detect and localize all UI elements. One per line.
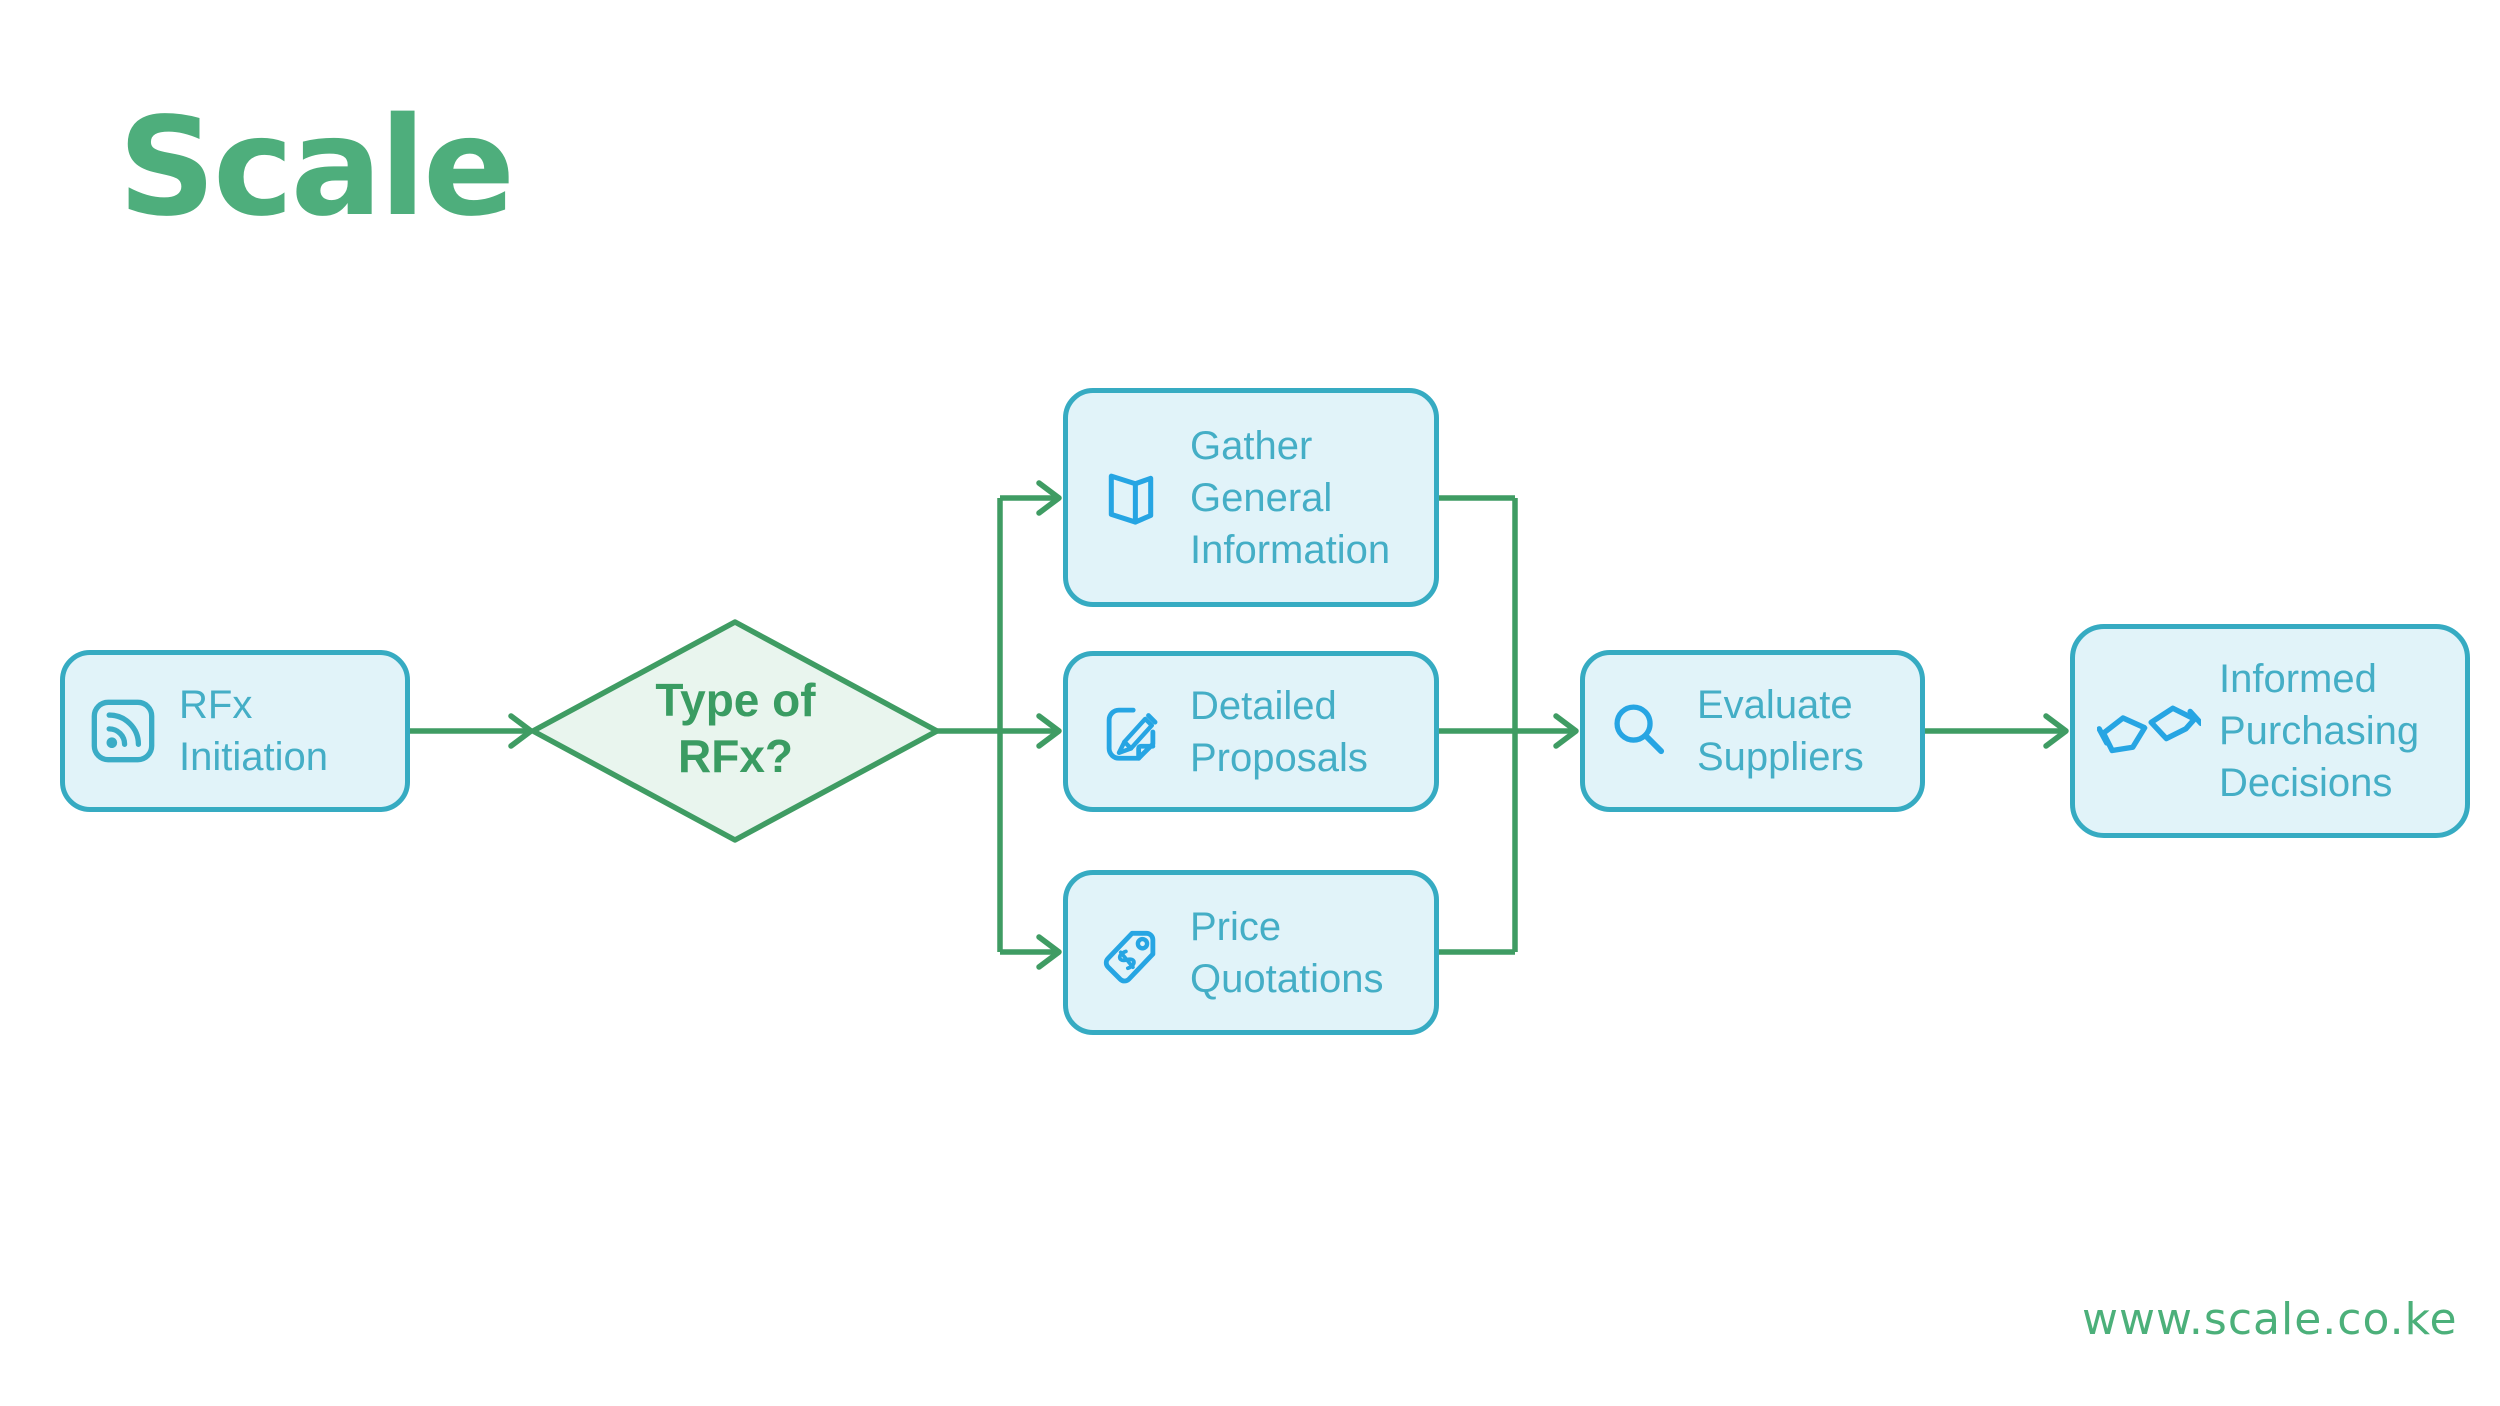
node-price-quotations: Price Quotations [1063, 870, 1439, 1035]
handshake-icon [2097, 698, 2201, 764]
node-label: Informed Purchasing Decisions [2219, 657, 2420, 805]
decision-node-type-of-rfx: Type of RFx? [655, 674, 816, 783]
brochure-icon [1096, 463, 1166, 533]
edge-rfx-to-decision [410, 713, 534, 749]
edit-icon [1096, 697, 1166, 767]
node-label: Evaluate Suppliers [1697, 683, 1864, 779]
website-url: www.scale.co.ke [2082, 1294, 2458, 1345]
node-label: Price Quotations [1190, 904, 1384, 1001]
node-rfx-initiation: RFx Initiation [60, 650, 410, 812]
decision-diamond-shape [530, 619, 940, 843]
node-label: Detailed Proposals [1190, 683, 1368, 780]
node-gather-general-information: Gather General Information [1063, 388, 1439, 607]
rss-icon [89, 697, 157, 765]
edge-evaluate-to-informed [1925, 713, 2069, 749]
edge-decision-split [937, 480, 1062, 970]
edge-merge-to-evaluate [1439, 495, 1579, 955]
node-detailed-proposals: Detailed Proposals [1063, 651, 1439, 812]
price-tag-icon [1096, 918, 1166, 988]
node-evaluate-suppliers: Evaluate Suppliers [1580, 650, 1925, 812]
node-label: RFx Initiation [179, 683, 328, 779]
node-informed-purchasing-decisions: Informed Purchasing Decisions [2070, 624, 2470, 838]
scale-logo: Scale [118, 89, 515, 247]
search-icon [1607, 697, 1675, 765]
node-label: Gather General Information [1190, 423, 1391, 572]
